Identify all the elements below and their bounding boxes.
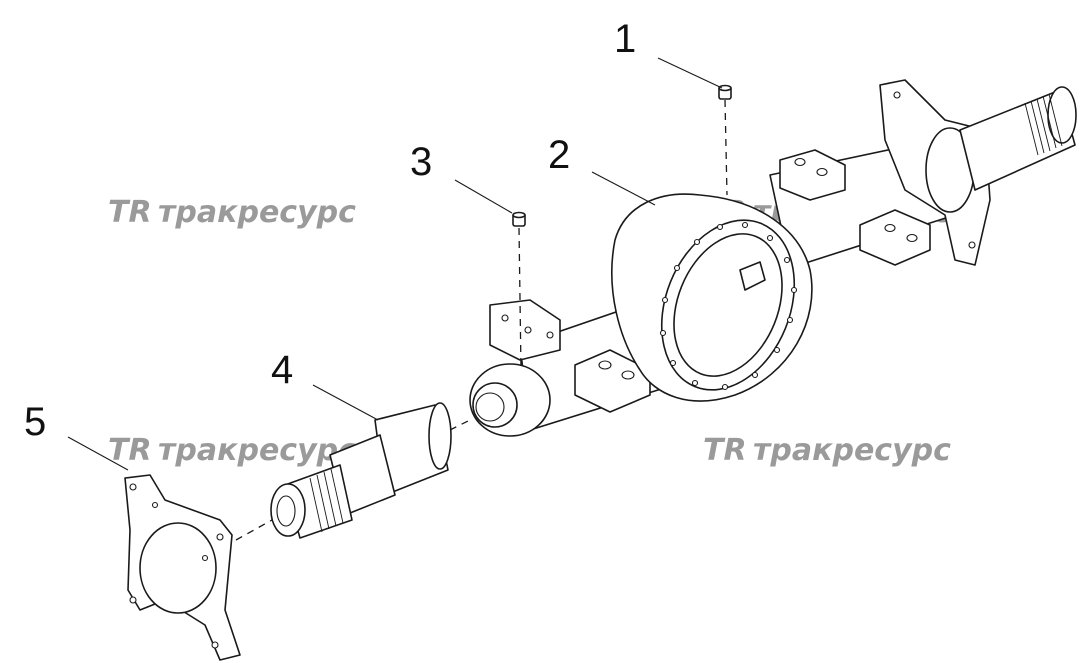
- callout-3: 3: [410, 140, 432, 184]
- watermark-1: TR тракресурс: [108, 195, 356, 230]
- assembly-lines: [235, 99, 728, 541]
- plug-3: [512, 211, 526, 227]
- plug-1: [718, 84, 732, 100]
- axle-housing: [469, 79, 1077, 437]
- right-spindle-splines: [1024, 93, 1063, 156]
- ring-bolt-holes: [659, 221, 798, 391]
- watermark-2: TR тракресурс: [108, 433, 356, 468]
- watermark-logo: TR: [108, 433, 152, 468]
- watermark-text: тракресурс: [753, 433, 951, 468]
- mounting-flange: [124, 474, 241, 661]
- watermark-4: TR тракресурс: [703, 433, 951, 468]
- callout-4: 4: [271, 348, 293, 392]
- watermark-text: тракресурс: [158, 195, 356, 230]
- watermark-logo: TR: [703, 433, 747, 468]
- spindle-splines: [309, 468, 344, 533]
- axle-spindle: [270, 402, 452, 539]
- watermark-text: тракресурс: [158, 433, 356, 468]
- watermark-logo: TR: [108, 195, 152, 230]
- callout-5: 5: [24, 400, 46, 444]
- callout-1: 1: [614, 17, 636, 61]
- leader-lines: [67, 57, 723, 471]
- callout-2: 2: [548, 133, 570, 177]
